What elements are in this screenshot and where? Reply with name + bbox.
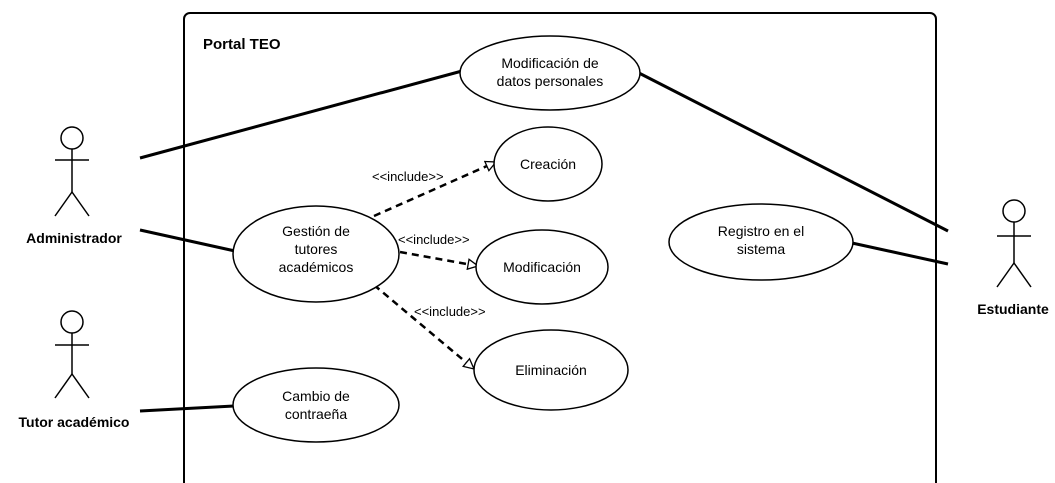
use-case-registro: Registro en el sistema (668, 203, 854, 281)
include-label-eliminacion: <<include>> (414, 304, 486, 319)
use-case-label-line: Cambio de (282, 388, 350, 404)
include-creacion (373, 162, 496, 218)
use-case-creacion: Creación (493, 126, 603, 202)
use-case-label-line: Modificación de (501, 55, 598, 71)
actor-label: Tutor académico (19, 414, 130, 430)
stick-figure-icon (54, 310, 90, 399)
actor-label: Estudiante (977, 301, 1049, 317)
association-estudiante-registro (851, 241, 949, 266)
include-modificacion (399, 250, 478, 266)
include-label-creacion: <<include>> (372, 169, 444, 184)
association-admin-gestion (139, 228, 236, 253)
include-eliminacion (373, 284, 474, 370)
actor-tutor: Tutor académico (19, 310, 130, 430)
include-label-modificacion: <<include>> (398, 232, 470, 247)
system-title: Portal TEO (203, 36, 281, 53)
use-case-label-line: tutores (295, 241, 338, 257)
use-case-label-line: Modificación (503, 259, 581, 275)
use-case-label-line: Gestión de (282, 223, 350, 239)
use-case-modificacion-datos: Modificación de datos personales (459, 35, 641, 111)
association-admin-modificacion-datos (139, 69, 463, 160)
use-case-label-line: Eliminación (515, 362, 587, 378)
actor-estudiante: Estudiante (977, 199, 1049, 317)
stick-figure-icon (996, 199, 1032, 288)
use-case-label-line: Registro en el (718, 223, 804, 239)
use-case-eliminacion: Eliminación (473, 329, 629, 411)
actor-label: Administrador (26, 230, 122, 246)
use-case-label-line: Creación (520, 156, 576, 172)
actor-administrador: Administrador (26, 126, 122, 246)
stick-figure-icon (54, 126, 90, 217)
use-case-label-line: académicos (279, 259, 354, 275)
use-case-label-line: contraeña (285, 406, 347, 422)
use-case-gestion-tutores: Gestión de tutores académicos (232, 205, 400, 303)
use-case-cambio-contrasena: Cambio de contraeña (232, 367, 400, 443)
association-tutor-cambio (139, 404, 235, 413)
use-case-modificacion: Modificación (475, 229, 609, 305)
use-case-label-line: datos personales (497, 73, 604, 89)
use-case-label-line: sistema (737, 241, 785, 257)
association-estudiante-modificacion-datos (636, 70, 949, 233)
